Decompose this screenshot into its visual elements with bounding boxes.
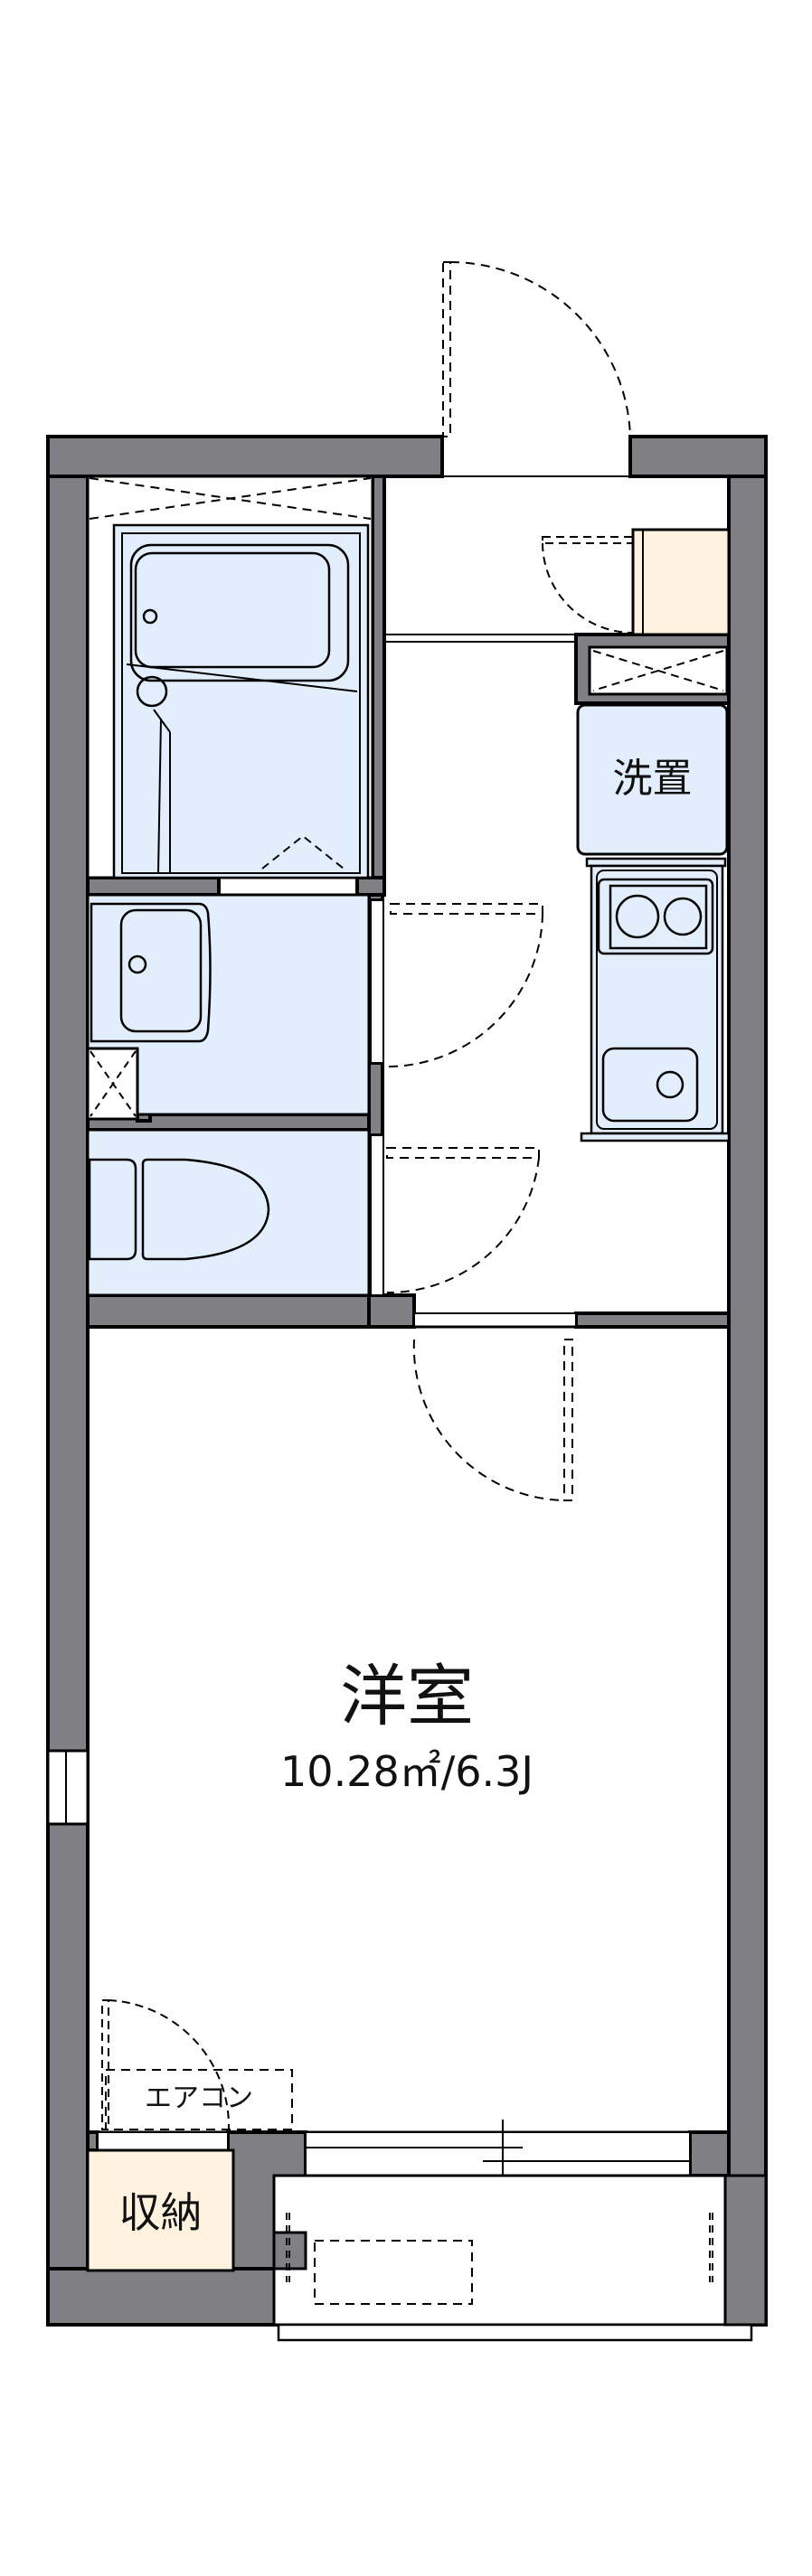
toilet: [88, 1158, 270, 1261]
washroom-door: [386, 903, 543, 1067]
closet-bottom-wall: [46, 2267, 307, 2327]
balcony: [272, 2174, 753, 2342]
washbasin: [90, 902, 212, 1043]
air-conditioner-label: エアコン: [145, 2082, 253, 2114]
unit-bath: [112, 523, 370, 879]
western-room-area: 10.28㎡/6.3J: [280, 1747, 533, 1796]
western-room-label: 洋室: [340, 1658, 474, 1735]
kitchen-counter: [580, 857, 731, 1142]
washer-space: [576, 703, 729, 856]
air-conditioner: [105, 2069, 293, 2130]
storage-label: 収納: [118, 2188, 203, 2237]
left-window: [46, 1749, 90, 1826]
shoe-closet-door: [542, 536, 634, 634]
balcony-window: [305, 2120, 691, 2190]
shoe-closet: [631, 528, 731, 636]
toilet-door: [386, 1147, 540, 1294]
washer-space-label: 洗置: [612, 756, 693, 802]
storage-closet: [86, 2148, 235, 2272]
room-door: [412, 1339, 573, 1501]
outdoor-unit: [314, 2240, 473, 2305]
entrance-door: [442, 261, 631, 437]
